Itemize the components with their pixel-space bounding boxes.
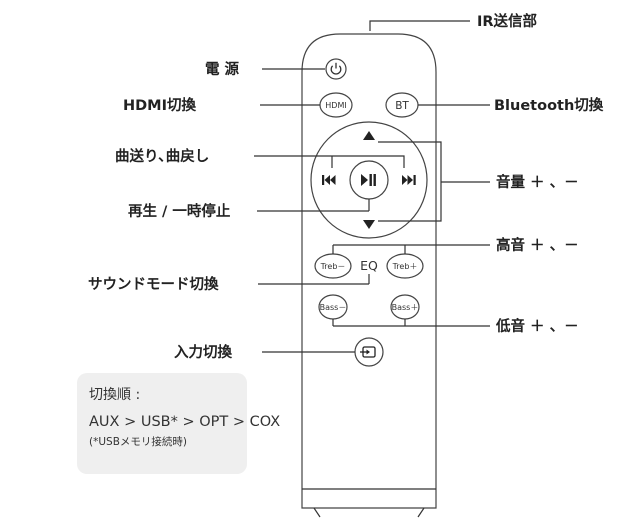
- treble-plus-label: Treb＋: [392, 262, 418, 271]
- navigation-ring: [310, 121, 428, 239]
- bass-label: 低音 ＋ 、－: [495, 317, 579, 335]
- bluetooth-label: Bluetooth切換: [494, 96, 604, 114]
- input-order-box: 切換順 : AUX > USB* > OPT > COX (*USBメモリ接続時…: [77, 373, 281, 474]
- track-label: 曲送り､曲戻し: [115, 147, 209, 165]
- hdmi-button-label: HDMI: [325, 101, 346, 110]
- triangle-down-icon: [363, 220, 375, 229]
- treble-plus-button[interactable]: Treb＋: [386, 253, 424, 279]
- ir-label: IR送信部: [477, 12, 538, 30]
- input-label: 入力切換: [174, 343, 232, 361]
- input-order-title: 切換順 :: [89, 387, 141, 403]
- skip-previous-icon: [322, 175, 336, 185]
- treble-minus-label: Treb－: [320, 262, 346, 271]
- input-button[interactable]: [354, 337, 384, 367]
- bluetooth-button[interactable]: BT: [385, 92, 419, 118]
- skip-next-icon: [402, 175, 416, 185]
- play-pause-button[interactable]: [361, 174, 376, 186]
- bass-plus-button[interactable]: Bass＋: [390, 294, 420, 320]
- triangle-up-icon: [363, 131, 375, 140]
- input-order-note: (*USBメモリ接続時): [89, 436, 187, 448]
- bt-button-label: BT: [395, 100, 409, 112]
- treble-minus-button[interactable]: Treb－: [314, 253, 352, 279]
- input-source-icon: [360, 346, 376, 358]
- eq-button[interactable]: EQ: [360, 258, 378, 273]
- volume-up-button[interactable]: [363, 131, 375, 140]
- bass-minus-label: Bass－: [320, 303, 347, 312]
- volume-down-button[interactable]: [363, 220, 375, 229]
- eq-label: EQ: [360, 258, 378, 273]
- hdmi-label: HDMI切換: [123, 96, 196, 114]
- input-order-sequence: AUX > USB* > OPT > COX: [89, 414, 281, 430]
- play-label: 再生 / 一時停止: [128, 202, 231, 220]
- power-button[interactable]: [325, 58, 347, 80]
- previous-track-button[interactable]: [322, 175, 336, 185]
- play-pause-icon: [361, 174, 376, 186]
- next-track-button[interactable]: [402, 175, 416, 185]
- bass-minus-button[interactable]: Bass－: [318, 294, 348, 320]
- volume-label: 音量 ＋ 、－: [496, 173, 579, 191]
- sound-mode-label: サウンドモード切換: [88, 275, 219, 293]
- treble-label: 高音 ＋ 、－: [496, 236, 579, 254]
- hdmi-button[interactable]: HDMI: [319, 92, 353, 118]
- power-label: 電 源: [205, 60, 240, 78]
- bass-plus-label: Bass＋: [392, 303, 419, 312]
- power-icon: [330, 62, 342, 75]
- ir-emitter-callout: IR送信部: [369, 12, 538, 31]
